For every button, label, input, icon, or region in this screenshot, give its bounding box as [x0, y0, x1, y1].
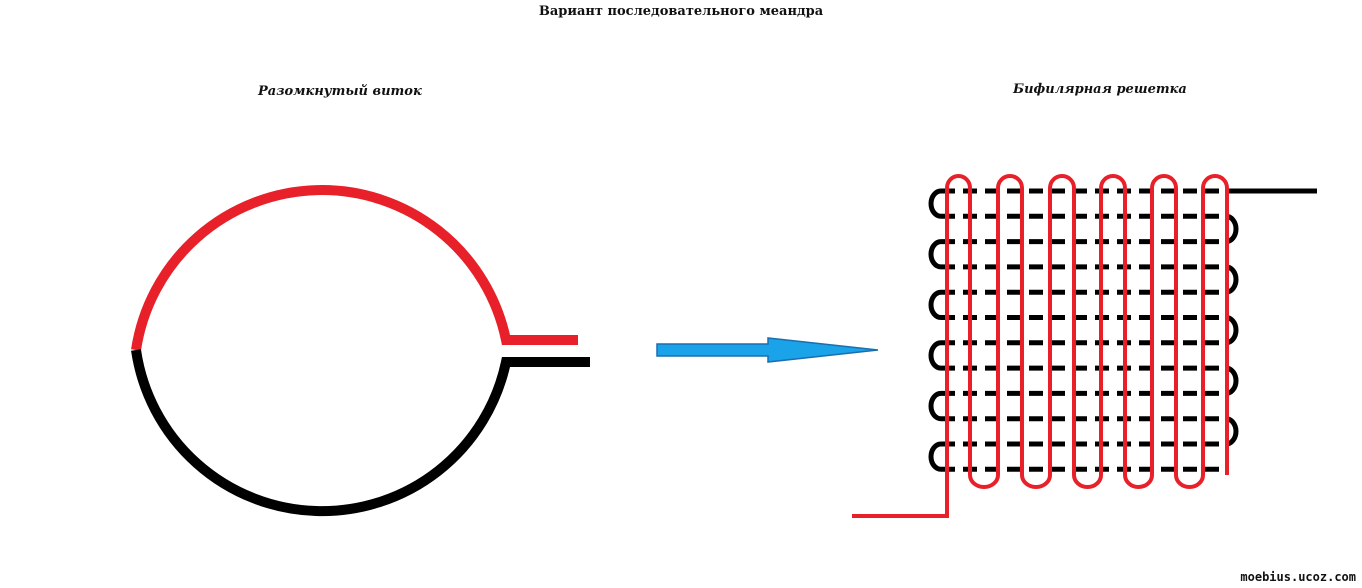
- black-wire-loop: [1225, 365, 1239, 396]
- black-wire-loop: [928, 239, 942, 270]
- open-loop: [131, 185, 590, 517]
- transform-arrow: [656, 337, 879, 363]
- bifilar-grid: [852, 174, 1317, 518]
- black-wire-loop: [928, 340, 942, 371]
- black-wire-loop: [1225, 315, 1239, 346]
- open-loop-red-arc: [131, 185, 578, 351]
- transform-arrow-shape: [656, 337, 879, 363]
- black-wire-loop: [928, 441, 942, 472]
- black-wire-loop: [928, 188, 942, 219]
- black-wire-loop: [928, 390, 942, 422]
- page-title: Вариант последовательного меандра: [538, 4, 824, 19]
- black-wire-loop: [1225, 416, 1239, 447]
- red-wire-meander: [852, 174, 1229, 518]
- watermark-text: moebius.ucoz.com: [1240, 570, 1356, 584]
- open-loop-black-arc: [131, 349, 590, 517]
- black-wire-loop: [1225, 213, 1239, 245]
- bifilar-grid-caption: Бифилярная решетка: [1013, 82, 1187, 97]
- open-loop-caption: Разомкнутый виток: [258, 84, 422, 99]
- black-wire-loop: [928, 289, 942, 320]
- black-wire-loop: [1225, 264, 1239, 295]
